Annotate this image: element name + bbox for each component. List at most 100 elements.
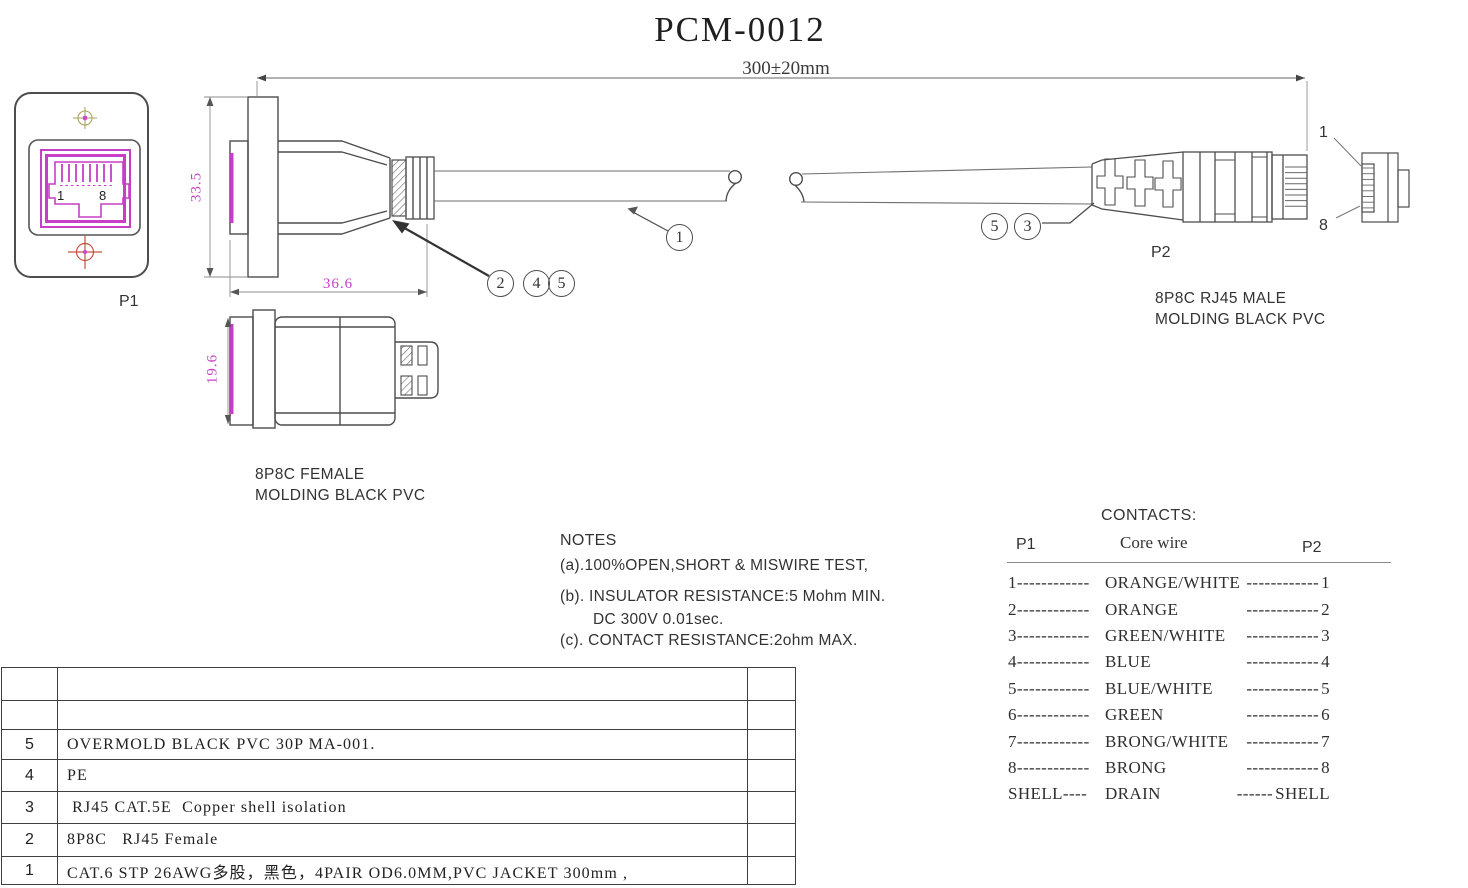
contact-p1-pin: 2 xyxy=(1008,599,1017,619)
p2-end-view xyxy=(1333,137,1410,223)
contact-p2-pin: 8 xyxy=(1321,757,1330,777)
contacts-row: 5------------BLUE/WHITE------------5 xyxy=(1008,676,1330,702)
bom-item-description: 8P8C RJ45 Female xyxy=(67,831,219,848)
table-row: 1 CAT.6 STP 26AWG多股，黑色，4PAIR OD6.0MM,PVC… xyxy=(2,857,795,884)
bom-qty-cell xyxy=(747,857,795,884)
contact-dash: ------------ xyxy=(1016,599,1090,619)
bom-qty-cell xyxy=(747,730,795,759)
contacts-row: 2------------ORANGE------------2 xyxy=(1008,596,1330,622)
contact-dash: ------------ xyxy=(1246,652,1320,672)
contact-dash: ------------ xyxy=(1016,652,1090,672)
contact-dash: ------------ xyxy=(1246,625,1320,645)
contact-p2-pin: 1 xyxy=(1321,573,1330,593)
bom-qty-cell xyxy=(747,824,795,856)
contact-wire-color: BLUE xyxy=(1105,652,1151,672)
bom-item-description xyxy=(58,668,747,700)
contacts-table: CONTACTS: P1 Core wire P2 1------------O… xyxy=(1007,505,1391,808)
p2-label: P2 xyxy=(1151,244,1171,261)
contact-dash: ------------ xyxy=(1016,678,1090,698)
bom-item-number: 3 xyxy=(2,792,58,823)
bom-item-description: CAT.6 STP 26AWG多股，黑色，4PAIR OD6.0MM,PVC J… xyxy=(67,864,629,882)
dimension-lines xyxy=(204,74,1308,424)
bom-item-description: RJ45 CAT.5E Copper shell isolation xyxy=(67,798,347,816)
contacts-row: 4------------BLUE------------4 xyxy=(1008,649,1330,675)
contact-p1-pin: 1 xyxy=(1008,573,1017,593)
callout-balloon-3: 3 xyxy=(1014,213,1041,240)
contacts-header-rule xyxy=(1007,562,1391,563)
contact-wire-color: ORANGE/WHITE xyxy=(1105,573,1241,593)
contacts-header: CONTACTS: P1 Core wire P2 xyxy=(1007,505,1391,570)
contact-p2-pin: 6 xyxy=(1321,705,1330,725)
contact-dash: ------------ xyxy=(1246,757,1320,777)
contacts-row: 7------------BRONG/WHITE------------7 xyxy=(1008,728,1330,754)
cable xyxy=(434,166,1093,205)
contact-dash: ---- xyxy=(1062,784,1088,804)
contact-dash: ------------ xyxy=(1246,573,1320,593)
jack-pins xyxy=(61,164,112,182)
table-row xyxy=(2,668,795,701)
contact-p2-pin: 4 xyxy=(1321,652,1330,672)
contact-p1-pin: SHELL xyxy=(1008,784,1063,804)
p2-description-line1: 8P8C RJ45 MALE xyxy=(1155,290,1287,307)
callout-balloon-2: 2 xyxy=(487,270,514,297)
bom-item-number: 1 xyxy=(2,857,58,884)
contact-wire-color: DRAIN xyxy=(1105,784,1161,804)
p1-description-line1: 8P8C FEMALE xyxy=(255,466,365,483)
contact-dash: ------------ xyxy=(1016,731,1090,751)
p1-description-line2: MOLDING BLACK PVC xyxy=(255,487,426,504)
contacts-heading: CONTACTS: xyxy=(1101,507,1197,524)
contact-p1-pin: 7 xyxy=(1008,731,1017,751)
contacts-col-p1: P1 xyxy=(1016,536,1036,553)
dimension-33-5: 33.5 xyxy=(188,171,205,203)
p1-label: P1 xyxy=(119,293,139,310)
contact-dash: ------------ xyxy=(1016,705,1090,725)
callout-balloon-1: 1 xyxy=(666,224,693,251)
jack-pin1-label: 1 xyxy=(57,188,65,203)
table-row: 2 8P8C RJ45 Female xyxy=(2,824,795,857)
bom-qty-cell xyxy=(747,668,795,700)
contact-dash: ------------ xyxy=(1246,599,1320,619)
callout-balloon-5b: 5 xyxy=(981,213,1008,240)
contact-p1-pin: 3 xyxy=(1008,625,1017,645)
contact-dash: ------------ xyxy=(1246,731,1320,751)
table-row xyxy=(2,701,795,730)
p2-description-line2: MOLDING BLACK PVC xyxy=(1155,311,1326,328)
bom-item-number: 2 xyxy=(2,824,58,856)
callout-leaders xyxy=(392,202,1095,277)
bom-qty-cell xyxy=(747,760,795,791)
plug-pin1-label: 1 xyxy=(1319,124,1328,141)
contact-dash: ------------ xyxy=(1246,678,1320,698)
notes-heading: NOTES xyxy=(560,532,617,549)
contact-wire-color: ORANGE xyxy=(1105,599,1179,619)
p2-description: 8P8C RJ45 MALE MOLDING BLACK PVC xyxy=(1155,288,1325,330)
bom-qty-cell xyxy=(747,792,795,823)
female-side-view-bottom xyxy=(229,309,439,429)
contact-dash: ------------ xyxy=(1016,757,1090,777)
p1-description: 8P8C FEMALE MOLDING BLACK PVC xyxy=(255,464,425,506)
note-b-line2: DC 300V 0.01sec. xyxy=(593,611,724,628)
contact-dash: ------ xyxy=(1236,784,1274,804)
contact-wire-color: GREEN xyxy=(1105,705,1164,725)
callout-balloon-5: 5 xyxy=(548,270,575,297)
contacts-col-p2: P2 xyxy=(1302,539,1322,556)
contact-wire-color: BRONG xyxy=(1105,757,1167,777)
table-row: 3 RJ45 CAT.5E Copper shell isolation xyxy=(2,792,795,824)
note-b-line1: (b). INSULATOR RESISTANCE:5 Mohm MIN. xyxy=(560,588,886,605)
contact-p1-pin: 5 xyxy=(1008,678,1017,698)
p1-front-view xyxy=(14,92,149,278)
note-c: (c). CONTACT RESISTANCE:2ohm MAX. xyxy=(560,632,858,649)
plug-pin8-label: 8 xyxy=(1319,217,1328,234)
table-row: 4 PE xyxy=(2,760,795,792)
contact-p2-pin: SHELL xyxy=(1275,784,1330,804)
contacts-col-core-wire: Core wire xyxy=(1120,533,1188,552)
rj45-jack-face xyxy=(40,149,131,228)
bom-item-description: PE xyxy=(67,766,88,784)
contact-dash: ------------ xyxy=(1016,625,1090,645)
dimension-19-6: 19.6 xyxy=(204,353,221,385)
notes-block: NOTES (a).100%OPEN,SHORT & MISWIRE TEST,… xyxy=(560,532,930,650)
contact-wire-color: BLUE/WHITE xyxy=(1105,678,1213,698)
jack-pin8-label: 8 xyxy=(99,188,107,203)
contact-dash: ------------ xyxy=(1246,705,1320,725)
contacts-row: 8------------BRONG------------8 xyxy=(1008,755,1330,781)
